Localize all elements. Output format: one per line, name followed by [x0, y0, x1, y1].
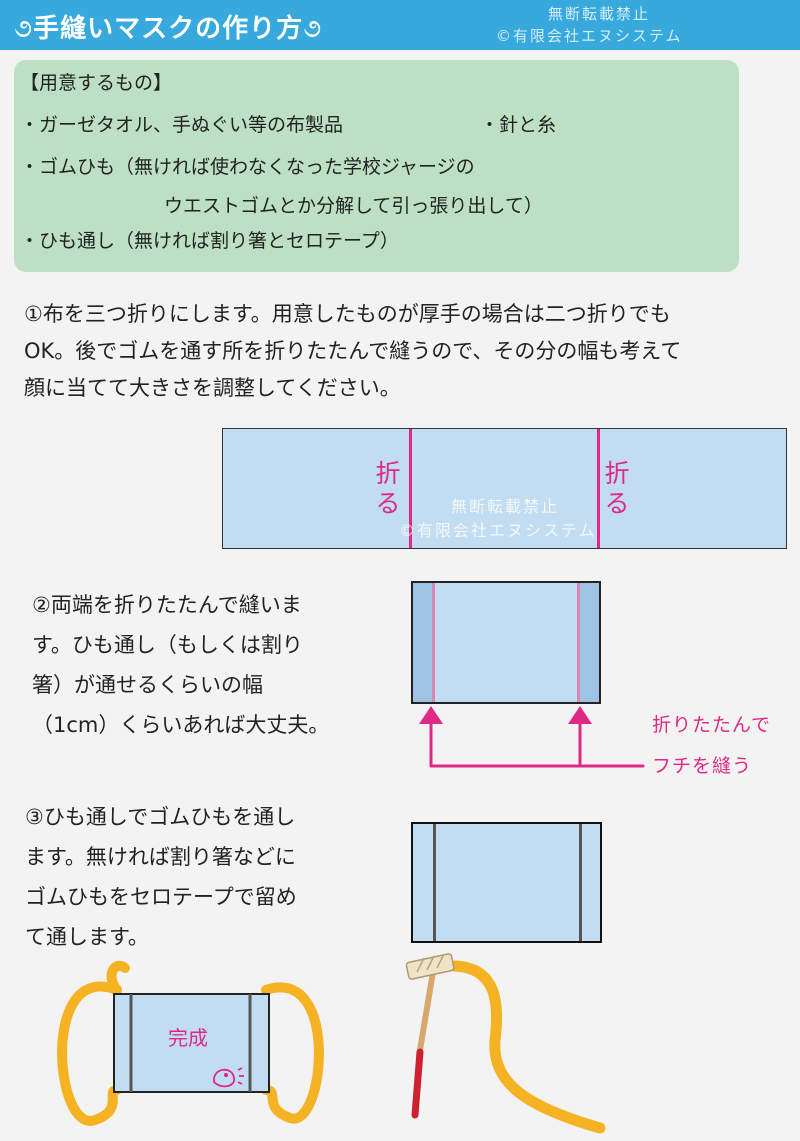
supply-item-elastic-note: ウエストゴムとか分解して引っ張り出して） [164, 195, 543, 217]
fold-label-right: 折 る [602, 459, 632, 519]
ear-loop-left-top [106, 960, 130, 995]
swirl-icon: ૭ [303, 14, 323, 44]
chick-icon [213, 1067, 244, 1088]
channel-line-left [433, 824, 436, 941]
watermark-text: 無断転載禁止 [548, 5, 651, 23]
arrow-line [429, 716, 645, 768]
watermark-text: 無断転載禁止 [451, 497, 560, 516]
supply-item-threader: ・ひも通し（無ければ割り箸とセロテープ） [20, 230, 399, 252]
step1-line: ①布を三つ折りにします。用意したものが厚手の場合は二つ折りでも [24, 302, 671, 326]
ear-loop-right [261, 982, 324, 1124]
watermark-company: ©有限会社エヌシステム [399, 521, 597, 540]
arrow-up-icon [568, 706, 592, 724]
swirl-icon: ૭ [14, 14, 34, 44]
arrow-up-icon [419, 706, 443, 724]
step2-line: す。ひも通し（もしくは割り [32, 633, 303, 657]
step1-line: OK。後でゴムを通す所を折りたたんで縫うので、その分の幅も考えて [24, 339, 682, 363]
watermark-company: ©有限会社エヌシステム [496, 27, 683, 45]
page-title: ૭手縫いマスクの作り方૭ [14, 8, 322, 45]
tape-icon [405, 953, 455, 980]
step3-text: ③ひも通しでゴムひもを通し ます。無ければ割り箸などに ゴムひもをセロテープで留… [25, 797, 297, 957]
elastic-band [449, 960, 606, 1134]
header-bar: ૭手縫いマスクの作り方૭ 無断転載禁止 ©有限会社エヌシステム [0, 0, 800, 50]
step2-line: （1cm）くらいあれば大丈夫。 [32, 713, 330, 737]
stitch-line-right [577, 583, 580, 702]
tape-pattern [416, 953, 445, 973]
step2-text: ②両端を折りたたんで縫いま す。ひも通し（もしくは割り 箸）が通せるくらいの幅 … [32, 585, 329, 745]
chopstick-red-tip [411, 1048, 424, 1119]
step2-line: 箸）が通せるくらいの幅 [32, 673, 263, 697]
step3-line: ③ひも通しでゴムひもを通し [25, 805, 296, 829]
channel-line-right [579, 824, 582, 941]
supply-item-gauze: ・ガーゼタオル、手ぬぐい等の布製品 [20, 114, 344, 136]
chopstick-wood [417, 969, 436, 1053]
stitch-line-left [432, 583, 435, 702]
ear-loop-left [57, 981, 122, 1126]
supplies-heading: 【用意するもの】 [20, 72, 173, 94]
step3-line: ます。無ければ割り箸などに [25, 845, 296, 869]
fabric-illustration-step2 [411, 581, 601, 704]
step3-line: て通します。 [25, 925, 149, 949]
fabric-illustration-step1: 折 る 折 る 無断転載禁止 ©有限会社エヌシステム [222, 428, 787, 549]
step2-annotation-fold: 折りたたんで [652, 714, 772, 736]
hem-left [413, 583, 434, 702]
supply-item-needle: ・針と糸 [480, 114, 557, 136]
step1-line: 顔に当てて大きさを調整してください。 [24, 376, 401, 400]
fabric-illustration-step3 [411, 822, 602, 943]
fold-label-text: 折 る [375, 459, 401, 518]
fold-label-left: 折 る [373, 459, 403, 519]
step2-annotation-sew: フチを縫う [652, 755, 753, 777]
fold-label-text: 折 る [604, 459, 630, 518]
step3-line: ゴムひもをセロテープで留め [25, 885, 297, 909]
step1-text: ①布を三つ折りにします。用意したものが厚手の場合は二つ折りでも OK。後でゴムを… [24, 296, 681, 407]
hem-right [578, 583, 599, 702]
fold-line-left [409, 429, 412, 548]
supplies-box: 【用意するもの】 ・ガーゼタオル、手ぬぐい等の布製品 ・針と糸 ・ゴムひも（無け… [14, 60, 739, 272]
fold-line-right [597, 429, 600, 548]
supply-item-elastic: ・ゴムひも（無ければ使わなくなった学校ジャージの [20, 156, 475, 178]
page-title-text: 手縫いマスクの作り方 [33, 14, 304, 44]
finished-label: 完成 [168, 1026, 208, 1050]
step2-line: ②両端を折りたたんで縫いま [32, 593, 302, 617]
